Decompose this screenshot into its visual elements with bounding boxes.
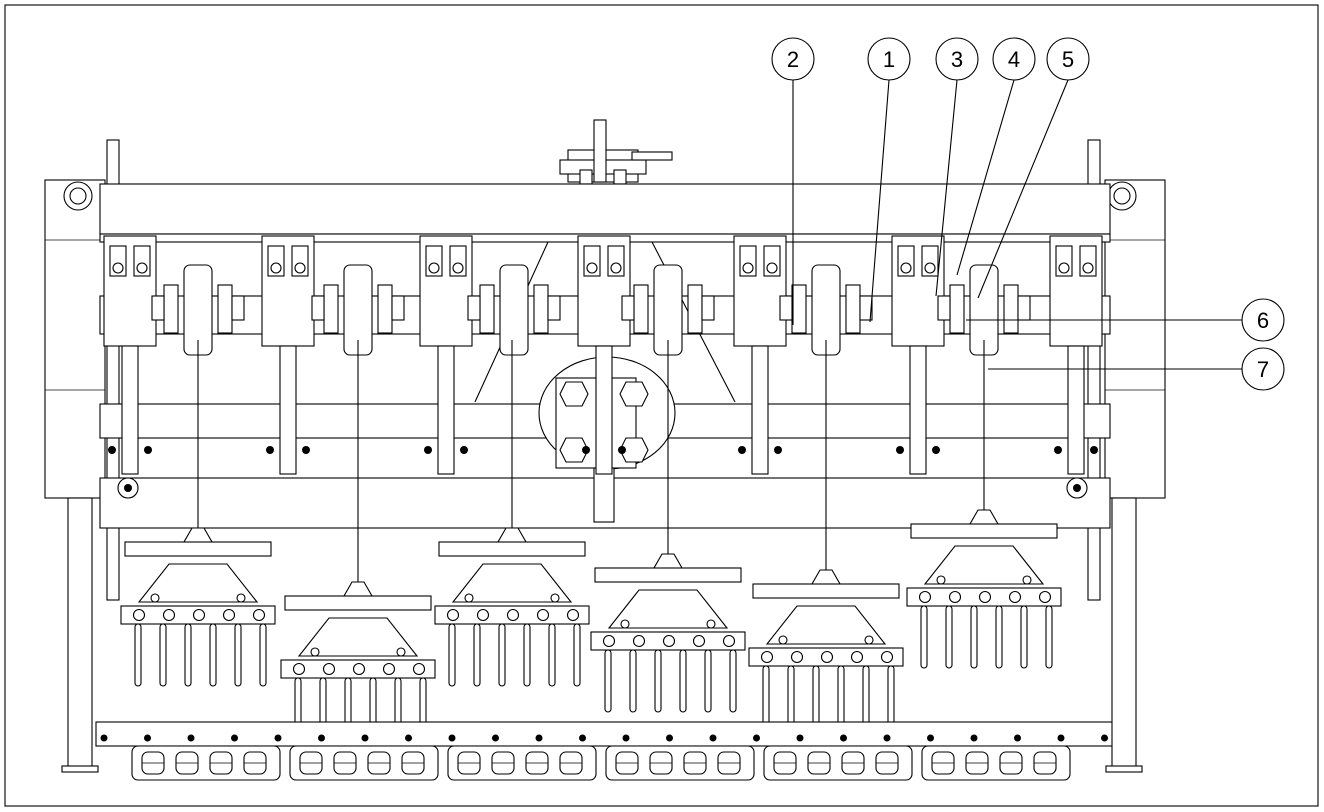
frame-bracket <box>891 235 945 475</box>
roller-bolt <box>753 734 760 742</box>
eccentric-hub <box>937 264 1031 356</box>
eccentric-hub <box>621 264 715 356</box>
frame-bracket <box>577 235 631 475</box>
frame-bracket <box>733 235 787 475</box>
roller-bolt <box>927 734 934 742</box>
callout-6-label: 6 <box>1257 308 1269 333</box>
roller-bolt <box>492 734 499 742</box>
callout-6: 6 <box>1241 298 1285 342</box>
eccentric-hub <box>467 264 561 356</box>
frame-bracket <box>261 235 315 475</box>
roller-bar <box>95 721 1121 747</box>
tine-units <box>120 523 1062 741</box>
roller-bolt <box>274 734 282 742</box>
eccentric-hub <box>311 264 405 356</box>
frame-bracket <box>419 235 473 475</box>
roller-bolt <box>970 734 978 742</box>
rod-foot <box>183 527 213 543</box>
roller-segment <box>289 745 439 781</box>
eccentric-hub <box>779 264 873 356</box>
frame-bracket <box>1049 235 1103 475</box>
right-support-leg <box>1105 497 1143 773</box>
roller-bolt <box>1014 734 1021 742</box>
eccentric-shaft <box>151 264 1031 356</box>
roller-bolt <box>709 734 717 742</box>
callout-1-label: 1 <box>883 47 895 72</box>
callout-5-label: 5 <box>1062 47 1074 72</box>
eccentric-hub <box>151 264 245 356</box>
tine-unit <box>280 595 436 741</box>
tine-unit <box>590 567 746 713</box>
left-support-leg <box>61 497 99 773</box>
roller-bolt <box>1057 734 1065 742</box>
roller-segment <box>447 745 597 781</box>
connecting-rods <box>183 340 999 597</box>
drawing-border <box>4 4 1319 807</box>
roller-bolt <box>187 734 195 742</box>
callout-2-label: 2 <box>787 47 799 72</box>
roller-bolt <box>1101 734 1108 742</box>
roller-segment <box>921 745 1071 781</box>
roller-bolt <box>405 734 412 742</box>
tine-unit <box>748 583 904 729</box>
roller-bolt <box>361 734 369 742</box>
rod-foot <box>343 581 373 597</box>
roller-bolt <box>448 734 456 742</box>
callout-5: 5 <box>1046 37 1090 81</box>
roller-bolt <box>796 734 804 742</box>
leader-lines <box>792 79 1242 370</box>
roller-segment <box>605 745 755 781</box>
frame-brackets <box>103 235 1103 475</box>
callout-3: 3 <box>935 37 979 81</box>
roller-bolt <box>231 734 238 742</box>
roller-bolt <box>318 734 325 742</box>
bottom-rollers <box>95 721 1121 781</box>
callout-7-label: 7 <box>1257 357 1269 382</box>
roller-bolt <box>144 734 151 742</box>
tine-unit <box>906 523 1062 669</box>
rod-foot <box>653 553 683 569</box>
callout-4: 4 <box>992 37 1036 81</box>
top-hitch <box>559 119 673 185</box>
roller-bolt <box>579 734 586 742</box>
roller-bolt <box>100 734 108 742</box>
roller-bolt <box>883 734 891 742</box>
callout-2: 2 <box>771 37 815 81</box>
roller-segment <box>131 745 281 781</box>
roller-bolt <box>666 734 673 742</box>
callout-7: 7 <box>1241 347 1285 391</box>
rod-foot <box>497 527 527 543</box>
roller-bolt <box>622 734 630 742</box>
tine-unit <box>434 541 590 687</box>
roller-segment <box>763 745 913 781</box>
rod-foot <box>811 569 841 585</box>
star-knob-right <box>1066 477 1088 499</box>
callout-1: 1 <box>867 37 911 81</box>
tine-unit <box>120 541 276 687</box>
callout-3-label: 3 <box>951 47 963 72</box>
frame-bracket <box>103 235 157 475</box>
roller-bolt <box>840 734 847 742</box>
roller-bolt <box>535 734 543 742</box>
callout-4-label: 4 <box>1008 47 1020 72</box>
star-knob-left <box>117 477 139 499</box>
